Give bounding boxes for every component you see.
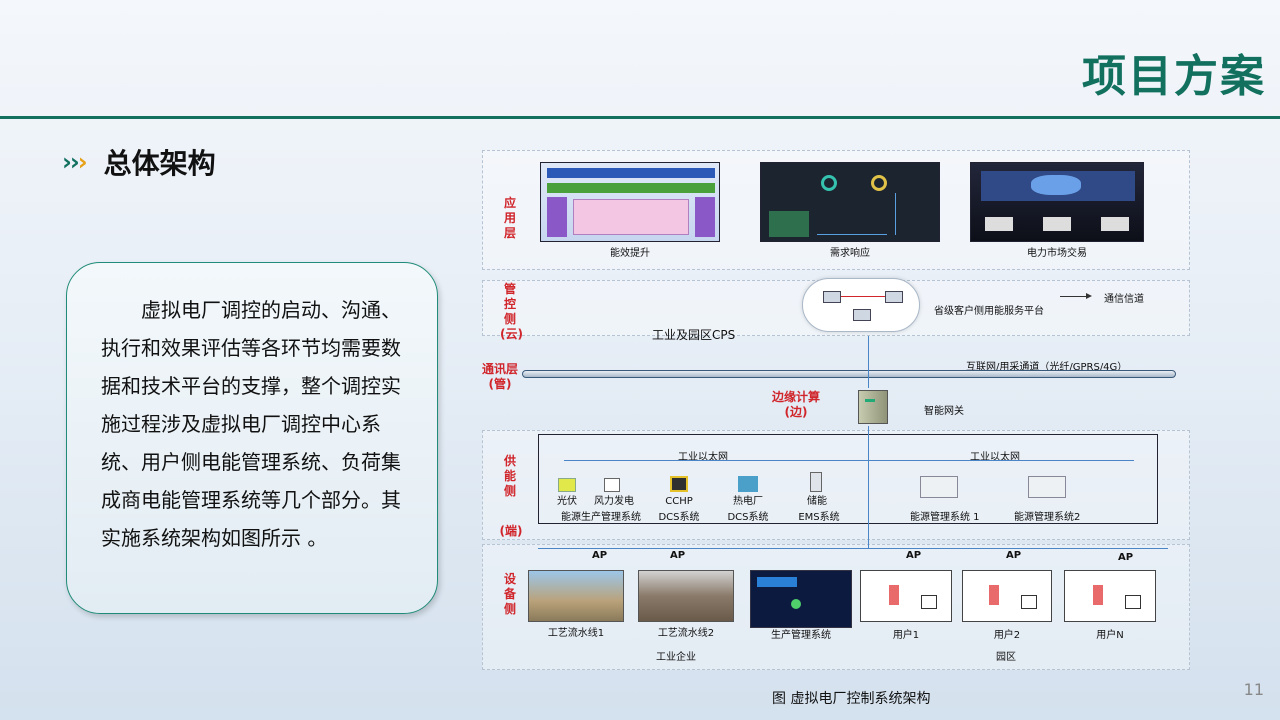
production-system-screen [750, 570, 852, 628]
app-screenshot-efficiency [540, 162, 720, 242]
figure-caption: 图 虚拟电厂控制系统架构 [772, 691, 931, 707]
energy-mgmt-icon [920, 476, 958, 498]
cchp-icon [670, 476, 688, 492]
description-box: 虚拟电厂调控的启动、沟通、执行和效果评估等各环节均需要数据和技术平台的支撑，整个… [66, 262, 438, 614]
title-divider [0, 116, 1280, 119]
production-line-photo [528, 570, 624, 622]
device-bus-line [538, 548, 1168, 549]
supply-item-bottom: DCS系统 [658, 512, 700, 523]
connector-line [868, 426, 869, 548]
chevron-right-icon: ››› [62, 148, 88, 176]
supply-frame [538, 434, 1158, 524]
ethernet-label-left: 工业以太网 [678, 452, 728, 463]
app-item-label: 需求响应 [830, 248, 870, 259]
wind-icon [604, 478, 620, 492]
storage-icon [810, 472, 822, 492]
ap-label: AP [1006, 550, 1022, 561]
platform-label: 省级客户侧用能服务平台 [934, 306, 1044, 317]
device-label: 用户2 [993, 630, 1021, 641]
comm-channel-label: 通信信道 [1104, 294, 1144, 305]
ap-label: AP [906, 550, 922, 561]
supply-item-top: 热电厂 [733, 496, 763, 507]
app-item-label: 电力市场交易 [1027, 248, 1087, 259]
supply-item-bottom: EMS系统 [798, 512, 840, 523]
cps-label: 工业及园区CPS [652, 328, 736, 342]
section-header: ››› 总体架构 [62, 142, 216, 182]
gateway-label: 智能网关 [924, 406, 964, 417]
supply-layer-band [482, 430, 1190, 540]
architecture-diagram: 应用层 能效提升 需求响应 电力市场交易 管控侧(云) 省级客户侧用能服务平台 … [482, 150, 1190, 670]
arrow-right-icon [1060, 296, 1090, 297]
solar-icon [558, 478, 576, 492]
group-label: 园区 [996, 652, 1016, 663]
supply-item-bottom: 能源生产管理系统 [561, 512, 641, 523]
user-diagram-panel [962, 570, 1052, 622]
energy-mgmt-label: 能源管理系统 1 [910, 512, 980, 523]
layer-label-device: 设备侧 [503, 572, 516, 616]
cloud-icon [802, 278, 920, 332]
slide-title: 项目方案 [1082, 51, 1266, 102]
supply-item-top: 储能 [807, 496, 827, 507]
device-label: 工艺流水线2 [657, 628, 715, 639]
production-line-photo [638, 570, 734, 622]
energy-mgmt-label: 能源管理系统2 [1014, 512, 1081, 523]
gateway-icon [858, 390, 888, 424]
edge-label: 边缘计算(边) [771, 390, 820, 419]
layer-label-supply: 供能侧 [503, 454, 516, 498]
ap-label: AP [1118, 552, 1134, 563]
connector-line [868, 336, 869, 388]
device-label: 工艺流水线1 [547, 628, 605, 639]
description-text: 虚拟电厂调控的启动、沟通、执行和效果评估等各环节均需要数据和技术平台的支撑，整个… [101, 298, 401, 550]
ap-label: AP [592, 550, 608, 561]
user-diagram-panel [860, 570, 952, 622]
energy-mgmt-icon [1028, 476, 1066, 498]
user-diagram-panel [1064, 570, 1156, 622]
page-number: 11 [1243, 680, 1264, 699]
app-screenshot-market-trading [970, 162, 1144, 242]
supply-item-top: CCHP [665, 496, 693, 507]
supply-item-top: 风力发电 [594, 496, 634, 507]
device-label: 用户1 [892, 630, 920, 641]
ethernet-line [564, 460, 1134, 461]
device-label: 用户N [1096, 630, 1124, 641]
layer-label-app: 应用层 [503, 196, 516, 240]
layer-label-end: (端) [499, 524, 523, 538]
app-screenshot-demand-response [760, 162, 940, 242]
ethernet-label-right: 工业以太网 [970, 452, 1020, 463]
supply-item-top: 光伏 [557, 496, 577, 507]
device-label: 生产管理系统 [771, 630, 831, 641]
layer-label-cloud: 管控侧(云) [500, 282, 523, 341]
network-label: 互联网/用采通道（光纤/GPRS/4G） [966, 362, 1128, 373]
section-title: 总体架构 [103, 147, 216, 180]
arrowhead-icon [1086, 293, 1092, 299]
power-plant-icon [738, 476, 758, 492]
supply-item-bottom: DCS系统 [727, 512, 769, 523]
network-bus [522, 370, 1176, 378]
ap-label: AP [670, 550, 686, 561]
group-label: 工业企业 [656, 652, 696, 663]
app-item-label: 能效提升 [610, 248, 650, 259]
layer-label-comm: 通讯层(管) [481, 362, 518, 391]
